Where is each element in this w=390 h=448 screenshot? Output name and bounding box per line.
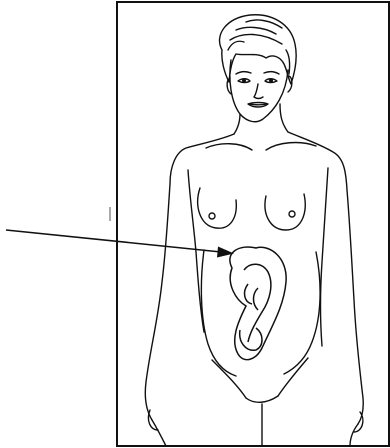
belly-contour-right	[284, 252, 320, 374]
left-breast	[198, 188, 237, 228]
right-breast	[265, 194, 305, 230]
uterus-with-fetus	[230, 247, 286, 360]
woman-figure	[145, 15, 363, 446]
body-outline-right	[288, 132, 363, 424]
groin-right	[278, 358, 308, 396]
hair-strand-2	[230, 34, 282, 44]
hair-strand-1	[236, 27, 276, 34]
right-inner-arm	[321, 168, 329, 346]
neck-right	[280, 104, 288, 132]
right-eyebrow	[264, 72, 279, 74]
right-collarbone	[266, 143, 316, 150]
groin-left	[212, 360, 246, 398]
nose	[254, 84, 263, 99]
right-pupil	[270, 79, 273, 82]
right-thigh	[350, 424, 358, 446]
pubic-area	[246, 396, 278, 402]
belly-contour-left	[201, 250, 236, 376]
hair-strand-4	[228, 41, 244, 50]
lips-line	[249, 104, 267, 105]
neck-left	[234, 114, 240, 134]
left-collarbone	[206, 144, 252, 150]
left-nipple	[209, 213, 215, 219]
left-eyebrow	[236, 72, 251, 74]
diagram-frame	[117, 2, 389, 446]
face-outline	[230, 60, 288, 122]
right-nipple	[289, 211, 295, 217]
arrow-shaft	[6, 230, 221, 252]
left-thigh	[152, 420, 166, 446]
body-outline-left	[145, 134, 234, 420]
hair	[220, 15, 297, 84]
arrow-pointer	[6, 230, 234, 258]
left-pupil	[243, 79, 246, 82]
